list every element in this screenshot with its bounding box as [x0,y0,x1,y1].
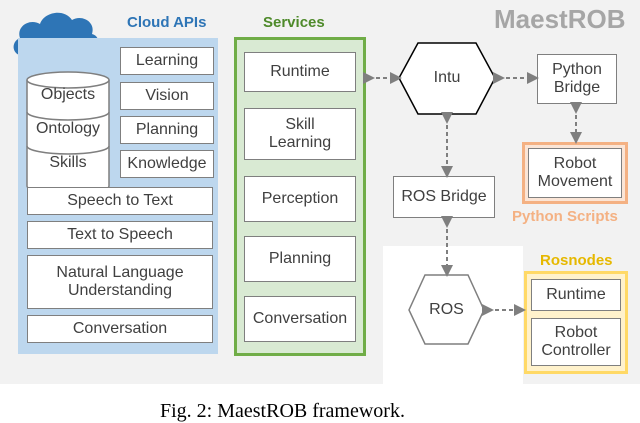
rosnode-runtime: Runtime [531,279,621,311]
services-title: Services [263,14,325,31]
service-conversation: Conversation [244,296,356,342]
api-nlu: Natural Language Understanding [27,255,213,309]
rosnode-robot-controller: Robot Controller [531,318,621,366]
robot-movement-box: Robot Movement [528,148,622,198]
db-item: Ontology [35,120,101,137]
service-runtime: Runtime [244,52,356,92]
figure-caption: Fig. 2: MaestROB framework. [160,400,405,422]
api-planning: Planning [120,116,214,144]
service-perception: Perception [244,176,356,222]
python-scripts-title: Python Scripts [512,208,618,225]
ros-label: ROS [429,301,464,318]
framework-title: MaestROB [494,4,626,34]
db-item: Skills [49,154,87,171]
api-text-to-speech: Text to Speech [27,221,213,249]
api-vision: Vision [120,82,214,110]
api-speech-to-text: Speech to Text [27,187,213,215]
api-learning: Learning [120,47,214,75]
api-knowledge: Knowledge [120,150,214,178]
intu-label: Intu [433,69,461,86]
rosnodes-title: Rosnodes [540,252,613,269]
service-skill-learning: Skill Learning [244,108,356,160]
service-planning: Planning [244,236,356,282]
api-conversation: Conversation [27,315,213,343]
db-item: Objects [40,86,96,103]
ros-hexagon [408,274,485,345]
python-bridge-box: Python Bridge [537,54,617,104]
cloud-apis-title: Cloud APIs [127,14,207,31]
